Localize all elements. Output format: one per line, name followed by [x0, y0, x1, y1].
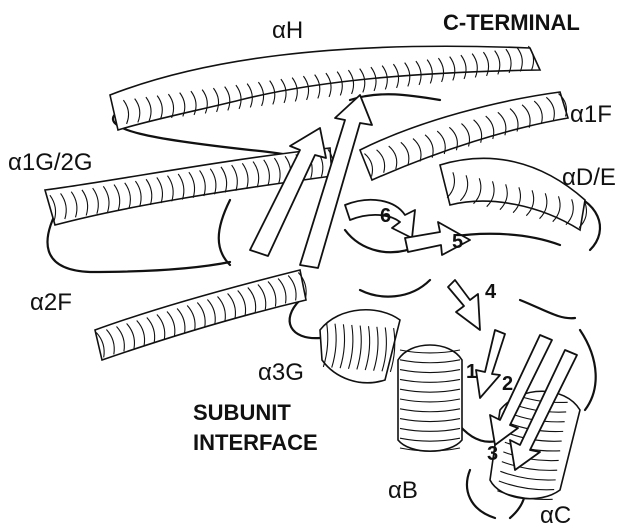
strand-1: [476, 330, 505, 398]
label-alpha-b: αB: [388, 477, 418, 504]
helix-alpha-3g: [320, 310, 400, 383]
label-c-terminal: C-TERMINAL: [443, 10, 580, 35]
label-alpha-2f: α2F: [30, 289, 72, 316]
helix-alpha-b: [398, 345, 462, 451]
label-alpha-de: αD/E: [562, 164, 616, 191]
label-alpha-1g2g: α1G/2G: [8, 149, 93, 176]
label-interface: INTERFACE: [193, 430, 318, 455]
label-strand-5: 5: [452, 231, 463, 253]
label-strand-3: 3: [487, 443, 498, 465]
strand-central-a: [300, 95, 372, 268]
label-alpha-c: αC: [540, 502, 571, 529]
label-alpha-3g: α3G: [258, 359, 304, 386]
label-strand-4: 4: [485, 281, 497, 303]
label-strand-2: 2: [502, 373, 513, 395]
label-alpha-1f: α1F: [570, 101, 612, 128]
label-subunit: SUBUNIT: [193, 400, 291, 425]
label-alpha-h: αH: [272, 17, 303, 44]
strand-4: [448, 280, 480, 330]
label-strand-6: 6: [380, 205, 391, 227]
label-strand-1: 1: [466, 361, 477, 383]
helix-alpha-c: [490, 391, 580, 499]
helix-alpha-2f: [95, 270, 306, 360]
